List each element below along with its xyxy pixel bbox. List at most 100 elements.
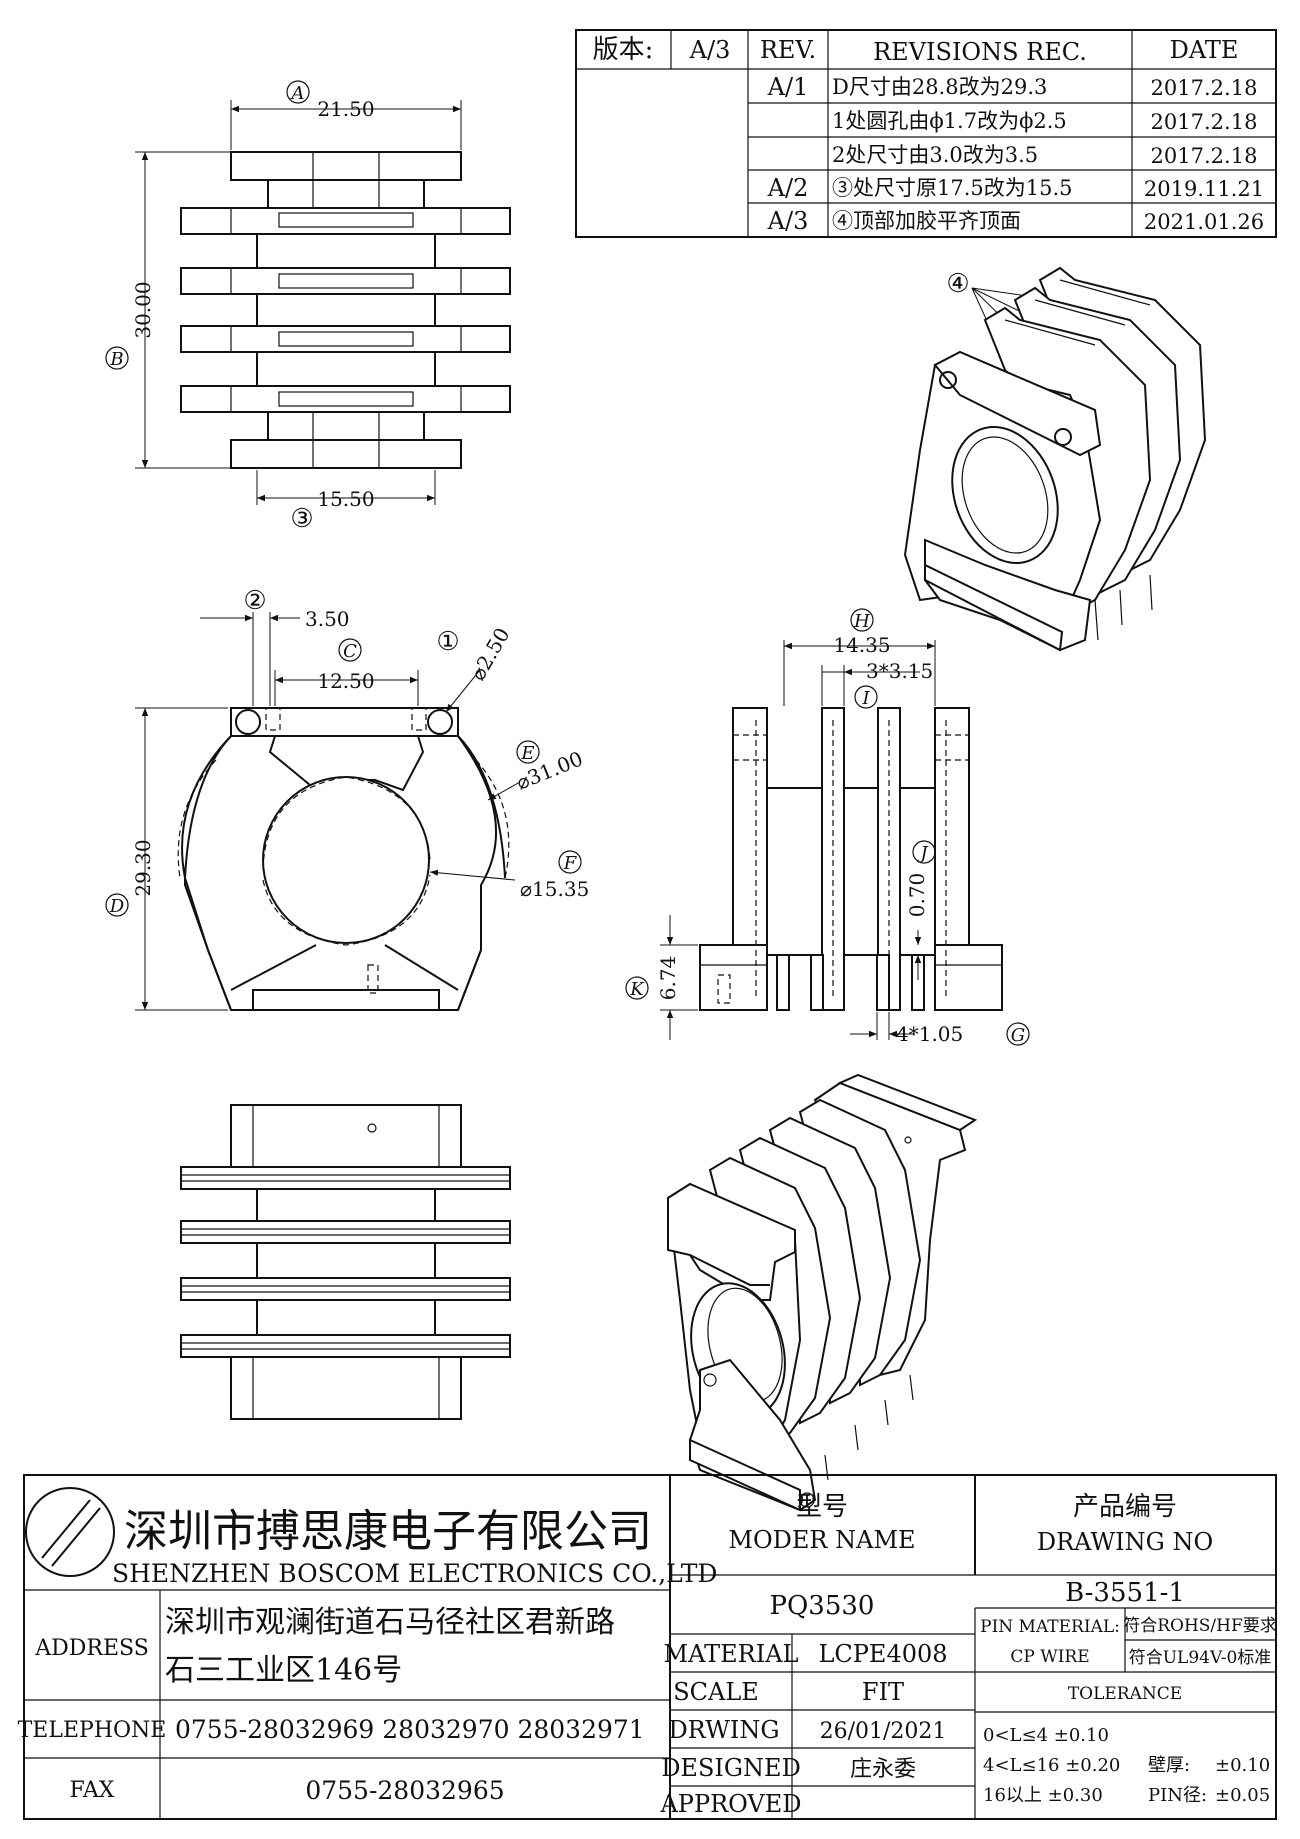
dim-tag-g bbox=[1006, 1022, 1030, 1046]
tolerance-row-2: 4<L≤16 ±0.20 bbox=[983, 1755, 1120, 1776]
tolerance-row-3: 16以上 ±0.30 bbox=[983, 1785, 1103, 1806]
dim-tag-i-label: I bbox=[861, 688, 870, 709]
date-cell: 2017.2.18 bbox=[1151, 144, 1258, 168]
cp-wire-value: 符合UL94V-0标准 bbox=[1129, 1648, 1272, 1668]
record-cell: ④顶部加胶平齐顶面 bbox=[832, 209, 1021, 233]
dim-tag-c bbox=[338, 638, 362, 662]
dim-tag-d-label: D bbox=[109, 896, 125, 917]
date-cell: 2017.2.18 bbox=[1151, 110, 1258, 134]
dim-tag-h bbox=[850, 608, 874, 632]
drwing-value: 26/01/2021 bbox=[820, 1719, 947, 1744]
rev-cell: A/3 bbox=[767, 207, 809, 235]
dim-tag-j bbox=[912, 840, 936, 864]
company-name-cn: 深圳市搏思康电子有限公司 bbox=[124, 1506, 652, 1557]
tolerance-row-1: 0<L≤4 ±0.10 bbox=[983, 1725, 1109, 1746]
dim-c-value: 12.50 bbox=[317, 669, 374, 693]
dim-h-value: 14.35 bbox=[833, 633, 890, 657]
version-label: 版本: bbox=[593, 35, 654, 65]
telephone-label: TELEPHONE bbox=[18, 1718, 167, 1743]
isometric-view-top: ④ bbox=[903, 266, 1207, 652]
drwing-label: DRWING bbox=[668, 1716, 779, 1744]
rev-header: REV. bbox=[760, 36, 816, 64]
dim-tag-2: ② bbox=[243, 586, 266, 616]
records-header: REVISIONS REC. bbox=[873, 38, 1087, 66]
dim-tag-3: ③ bbox=[290, 504, 313, 534]
note-4-tag: ④ bbox=[946, 269, 969, 299]
dim-tag-b bbox=[105, 346, 129, 370]
dim-g-value: 4*1.05 bbox=[896, 1022, 963, 1046]
pin-diameter-label: PIN径: bbox=[1148, 1785, 1207, 1806]
dim-tag-f bbox=[558, 850, 582, 874]
date-header: DATE bbox=[1170, 36, 1239, 64]
dim-b-value: 30.00 bbox=[131, 281, 155, 338]
scale-label: SCALE bbox=[673, 1678, 759, 1706]
wall-thickness-label: 壁厚: bbox=[1148, 1755, 1190, 1776]
dim-f-value: ⌀15.35 bbox=[520, 877, 589, 901]
date-cell: 2019.11.21 bbox=[1144, 177, 1264, 201]
dim-a-value: 21.50 bbox=[317, 97, 374, 121]
dim-2-value: 3.50 bbox=[305, 607, 350, 631]
record-cell: 2处尺寸由3.0改为3.5 bbox=[832, 143, 1038, 167]
dim-tag-k bbox=[625, 976, 649, 1000]
address-label: ADDRESS bbox=[34, 1636, 149, 1661]
tolerance-label: TOLERANCE bbox=[1068, 1684, 1182, 1704]
dim-tag-d bbox=[105, 893, 129, 917]
dim-1-value: ⌀2.50 bbox=[466, 624, 515, 685]
dim-tag-a-label: A bbox=[290, 83, 305, 104]
pin-material-value: 符合ROHS/HF要求 bbox=[1123, 1616, 1277, 1636]
top-view: A 21.50 30.00 B 15.50 ③ bbox=[105, 80, 511, 534]
model-label-cn: 型号 bbox=[796, 1492, 848, 1522]
drawing-label-en: DRAWING NO bbox=[1037, 1528, 1213, 1556]
dim-tag-f-label: F bbox=[563, 853, 578, 874]
dim-tag-k-label: K bbox=[629, 979, 645, 1000]
dim-tag-g-label: G bbox=[1011, 1025, 1025, 1046]
date-cell: 2021.01.26 bbox=[1144, 210, 1264, 234]
material-label: MATERIAL bbox=[664, 1640, 799, 1668]
isometric-view-bottom bbox=[666, 1073, 978, 1512]
address-line-2: 石三工业区146号 bbox=[165, 1653, 402, 1688]
dim-i-value: 3*3.15 bbox=[866, 659, 933, 683]
wall-thickness-value: ±0.10 bbox=[1215, 1755, 1270, 1776]
designed-value: 庄永委 bbox=[850, 1757, 916, 1782]
record-cell: 1处圆孔由ϕ1.7改为ϕ2.5 bbox=[832, 109, 1067, 133]
rev-cell: A/1 bbox=[767, 73, 809, 101]
side-view: H 14.35 3*3.15 I J 0.70 6.74 K 4*1.05 G bbox=[625, 608, 1030, 1046]
fax-label: FAX bbox=[70, 1778, 115, 1803]
cp-wire-label: CP WIRE bbox=[1010, 1647, 1089, 1667]
designed-label: DESIGNED bbox=[661, 1754, 801, 1782]
scale-value: FIT bbox=[862, 1678, 904, 1706]
record-cell: D尺寸由28.8改为29.3 bbox=[832, 75, 1047, 99]
title-block: 深圳市搏思康电子有限公司 SHENZHEN BOSCOM ELECTRONICS… bbox=[18, 1474, 1277, 1820]
dim-tag-e-label: E bbox=[520, 743, 534, 764]
dim-tag-h-label: H bbox=[853, 611, 870, 632]
address-line-1: 深圳市观澜街道石马径社区君新路 bbox=[165, 1605, 615, 1640]
dim-tag-c-label: C bbox=[343, 641, 357, 662]
dim-tag-j-label: J bbox=[916, 843, 929, 864]
dim-k-value: 6.74 bbox=[656, 956, 680, 1001]
telephone-value: 0755-28032969 28032970 28032971 bbox=[175, 1715, 645, 1744]
bottom-view bbox=[180, 1104, 511, 1420]
pin-material-label: PIN MATERIAL: bbox=[980, 1617, 1120, 1637]
dim-tag-1: ① bbox=[436, 627, 459, 657]
model-value: PQ3530 bbox=[770, 1591, 875, 1621]
record-cell: ③处尺寸原17.5改为15.5 bbox=[832, 176, 1073, 200]
fax-value: 0755-28032965 bbox=[305, 1776, 504, 1805]
date-cell: 2017.2.18 bbox=[1151, 76, 1258, 100]
company-logo bbox=[25, 1487, 115, 1577]
drawing-value: B-3551-1 bbox=[1065, 1578, 1185, 1608]
dim-tag-i bbox=[854, 685, 878, 709]
dim-j-value: 0.70 bbox=[905, 873, 929, 918]
pin-diameter-value: ±0.05 bbox=[1215, 1785, 1270, 1806]
version-value: A/3 bbox=[689, 36, 731, 64]
rev-cell: A/2 bbox=[767, 174, 809, 202]
dim-d-value: 29.30 bbox=[131, 839, 155, 896]
company-name-en: SHENZHEN BOSCOM ELECTRONICS CO.,LTD bbox=[112, 1559, 717, 1588]
approved-label: APPROVED bbox=[659, 1790, 801, 1818]
dim-tag-e bbox=[516, 740, 540, 764]
model-label-en: MODER NAME bbox=[728, 1526, 915, 1554]
drawing-label-cn: 产品编号 bbox=[1073, 1492, 1177, 1522]
dim-tag-a bbox=[286, 80, 310, 104]
front-view: ② 3.50 C 12.50 ① ⌀2.50 E ⌀31.00 F ⌀15.35… bbox=[105, 586, 589, 1011]
dim-tag-b-label: B bbox=[109, 349, 123, 370]
